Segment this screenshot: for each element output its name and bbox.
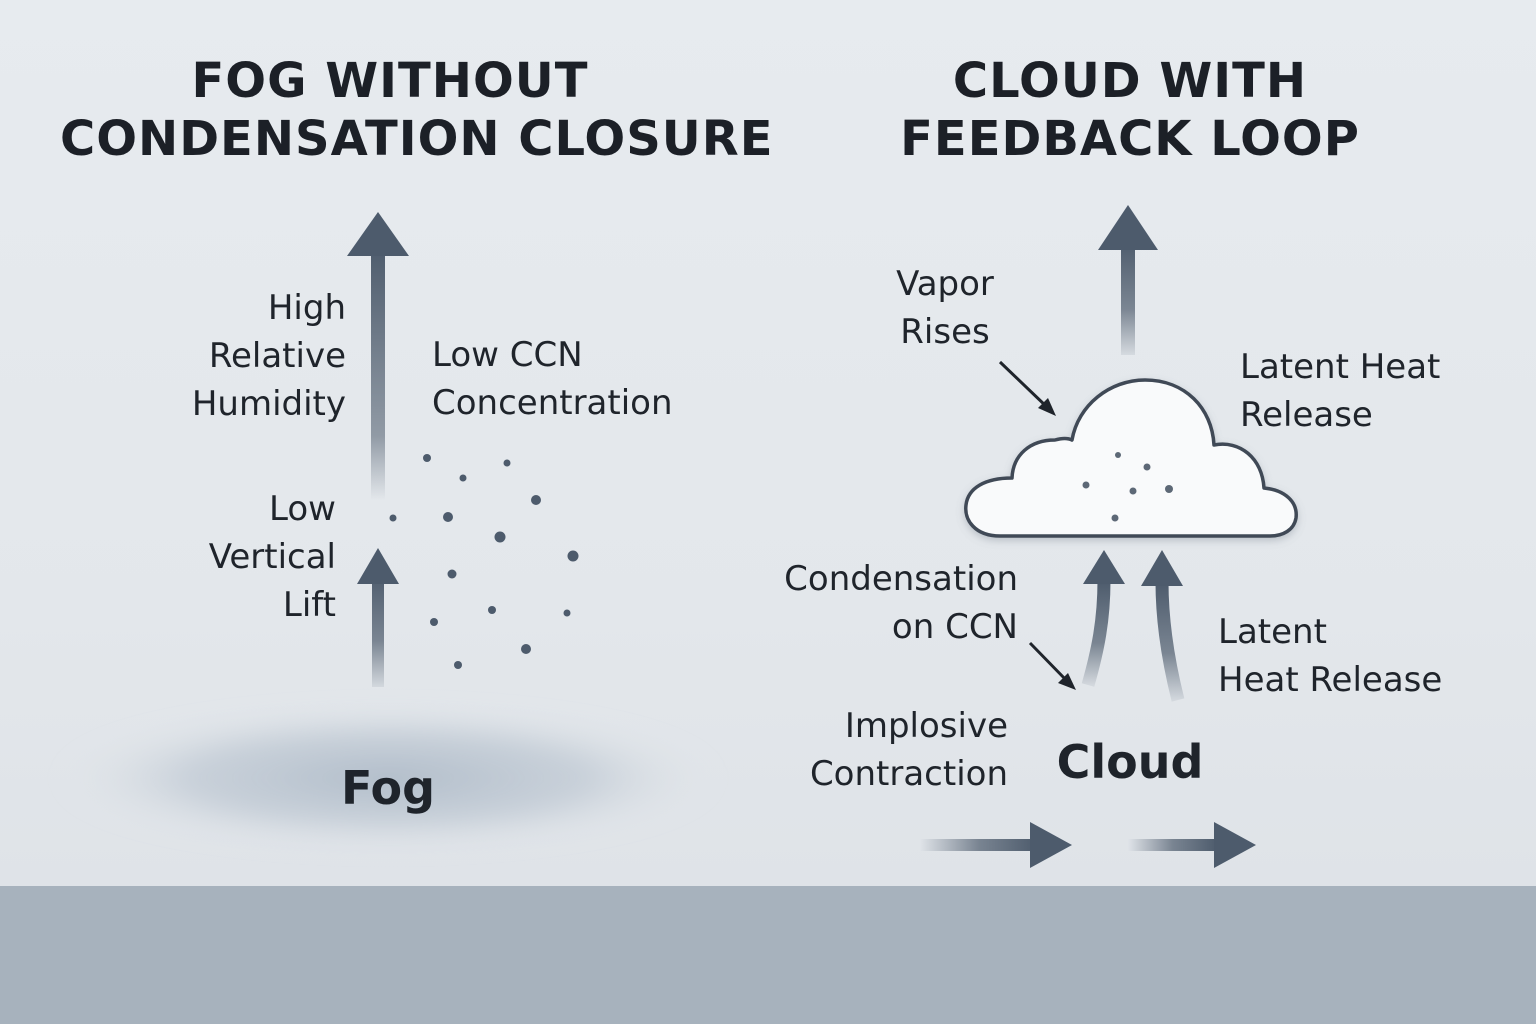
implosive-contraction-label: Implosive Contraction xyxy=(809,706,1008,794)
vapor-rise-arrow xyxy=(1098,205,1158,355)
updraft-arrow-left xyxy=(1081,550,1125,687)
left-title-line-1: FOG WITHOUT xyxy=(191,53,589,109)
condensation-on-ccn-label: Condensation on CCN xyxy=(784,559,1018,647)
right-title-line-1: CLOUD WITH xyxy=(952,53,1308,109)
ccn-particles xyxy=(389,454,579,669)
latent-heat-top-label: Latent Heat Release xyxy=(1240,347,1441,435)
ccn-concentration-label: Low CCN Concentration xyxy=(432,335,673,423)
high-humidity-arrow xyxy=(347,212,409,500)
left-title-line-2: CONDENSATION CLOSURE xyxy=(60,111,774,167)
vapor-pointer-arrow xyxy=(998,360,1056,416)
cloud-label: Cloud xyxy=(1056,735,1204,789)
fog-layer xyxy=(58,706,718,850)
cloud-shape xyxy=(964,378,1298,538)
updraft-arrow-right xyxy=(1141,550,1185,702)
condensation-pointer-arrow xyxy=(1028,641,1076,690)
right-panel-title: CLOUD WITH FEEDBACK LOOP xyxy=(900,52,1360,168)
right-title-line-2: FEEDBACK LOOP xyxy=(900,111,1360,167)
horizontal-flow-arrow-2 xyxy=(1128,822,1256,868)
left-panel-title: FOG WITHOUT CONDENSATION CLOSURE xyxy=(60,52,774,168)
vapor-rises-label: Vapor Rises xyxy=(896,264,994,352)
vertical-lift-label: Low Vertical Lift xyxy=(208,489,336,625)
humidity-label: High Relative Humidity xyxy=(191,288,346,424)
fog-label: Fog xyxy=(340,761,436,815)
latent-heat-bottom-label: Latent Heat Release xyxy=(1218,612,1443,700)
ground-band xyxy=(0,886,1536,1024)
low-lift-arrow xyxy=(357,548,399,687)
horizontal-flow-arrow-1 xyxy=(920,822,1072,868)
